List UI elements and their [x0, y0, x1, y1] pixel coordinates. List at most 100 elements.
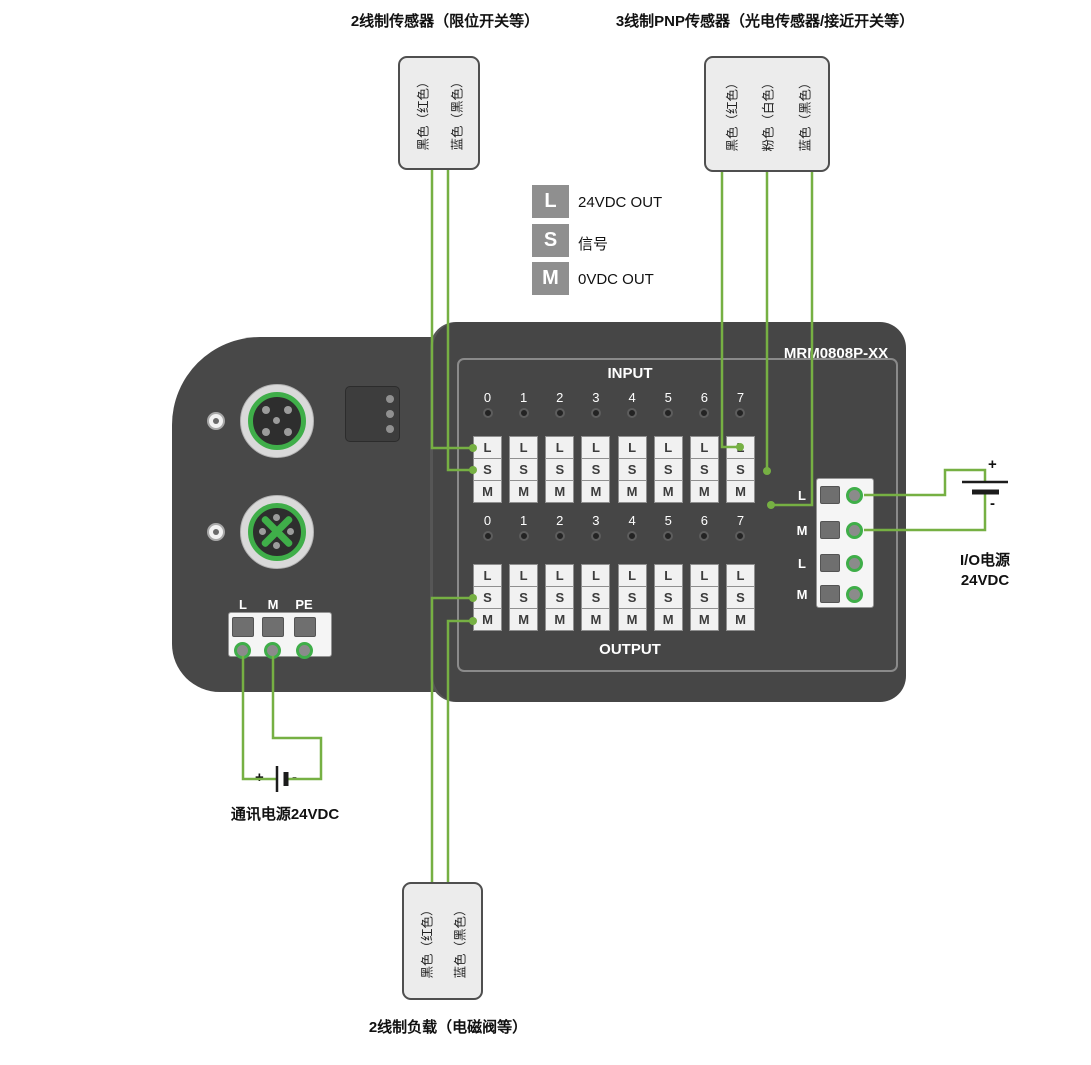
channel-number: 5 — [664, 390, 672, 405]
channel-led-indicator — [663, 531, 674, 541]
power-terminal-label-1: L — [798, 488, 806, 503]
input-terminal-l: L — [473, 436, 502, 459]
channel-number: 3 — [592, 390, 600, 405]
load2-box: 黑色（红色） 蓝色（黑色） — [402, 882, 483, 1000]
wire-color-text: 蓝色（黑色） — [798, 76, 812, 152]
legend-M-square: M — [532, 262, 569, 295]
io-power-plus: + — [988, 456, 997, 473]
mounting-screw — [207, 523, 225, 541]
output-terminal-m: M — [725, 608, 755, 631]
channel-number: 6 — [700, 390, 708, 405]
terminal-clamp — [294, 617, 316, 637]
channel-number: 6 — [700, 513, 708, 528]
channel-led-indicator — [590, 531, 601, 541]
output-terminal-l: L — [725, 564, 755, 587]
output-terminal-l: L — [581, 564, 611, 587]
wire-color-label: 蓝色（黑色） — [444, 63, 468, 163]
legend-L-desc: 24VDC OUT — [578, 194, 663, 211]
terminal-clamp — [232, 617, 254, 637]
wire-color-text: 黑色（红色） — [725, 76, 739, 152]
input-terminal-l: L — [617, 436, 647, 459]
terminal-screw — [296, 642, 313, 659]
output-terminal-s: S — [617, 586, 647, 609]
sensor2-box: 黑色（红色） 蓝色（黑色） — [398, 56, 480, 170]
channel-led-indicator — [518, 531, 529, 541]
channel-led-indicator — [627, 408, 638, 418]
terminal-clamp — [820, 554, 840, 572]
channel-number: 7 — [736, 390, 745, 405]
wire-color-text: 黑色（红色） — [420, 903, 435, 979]
channel-led-indicator — [735, 531, 746, 541]
wire-color-text: 粉色（白色） — [761, 76, 776, 152]
input-terminal-s: S — [581, 458, 611, 481]
output-terminal-m: M — [617, 608, 647, 631]
output-terminal-s: S — [725, 586, 755, 609]
output-terminal-m: M — [581, 608, 611, 631]
load2-title: 2线制负载（电磁阀等） — [368, 1019, 528, 1036]
input-terminal-s: S — [473, 458, 502, 481]
channel-number: 0 — [483, 513, 492, 528]
comm-power-minus: - — [292, 769, 297, 786]
output-terminal-l: L — [689, 564, 719, 587]
terminal-clamp — [820, 486, 840, 504]
status-led — [386, 425, 394, 433]
sensor2-title: 2线制传感器（限位开关等） — [350, 13, 540, 30]
wire-color-label: 蓝色（黑色） — [792, 64, 816, 164]
channel-led-indicator — [699, 531, 710, 541]
connector-pin — [284, 406, 292, 414]
output-terminal-s: S — [509, 586, 539, 609]
output-section-label: OUTPUT — [599, 641, 661, 658]
connector-pin — [273, 514, 280, 521]
input-terminal-l: L — [581, 436, 611, 459]
channel-number: 7 — [736, 513, 745, 528]
channel-led-indicator — [482, 531, 493, 541]
input-terminal-l: L — [545, 436, 575, 459]
sensor3-title: 3线制PNP传感器（光电传感器/接近开关等） — [615, 13, 915, 30]
status-led — [386, 410, 394, 418]
legend-M-desc: 0VDC OUT — [578, 271, 654, 288]
input-terminal-s: S — [725, 458, 755, 481]
channel-led-indicator — [735, 408, 746, 418]
comm-terminal-label-PE: PE — [295, 597, 313, 612]
legend-L-square: L — [532, 185, 569, 218]
comm-terminal-label-M: M — [267, 597, 279, 612]
connector-pin — [273, 542, 280, 549]
comm-power-plus: + — [255, 769, 264, 786]
input-terminal-m: M — [473, 480, 502, 503]
output-terminal-s: S — [545, 586, 575, 609]
screw-center — [213, 529, 219, 535]
wire-color-label: 黑色（红色） — [414, 891, 438, 991]
output-terminal-l: L — [473, 564, 502, 587]
output-terminal-m: M — [473, 608, 502, 631]
channel-number: 1 — [520, 390, 528, 405]
mounting-screw — [207, 412, 225, 430]
connector-pin — [284, 428, 292, 436]
channel-led-indicator — [518, 408, 529, 418]
terminal-screw — [846, 555, 863, 572]
output-terminal-m: M — [509, 608, 539, 631]
input-terminal-l: L — [509, 436, 539, 459]
connector-pin — [262, 406, 270, 414]
comm-power-label: 通讯电源24VDC — [230, 806, 340, 823]
power-terminal-label-3: L — [798, 556, 806, 571]
output-terminal-m: M — [689, 608, 719, 631]
wire-color-text: 蓝色（黑色） — [453, 903, 468, 979]
